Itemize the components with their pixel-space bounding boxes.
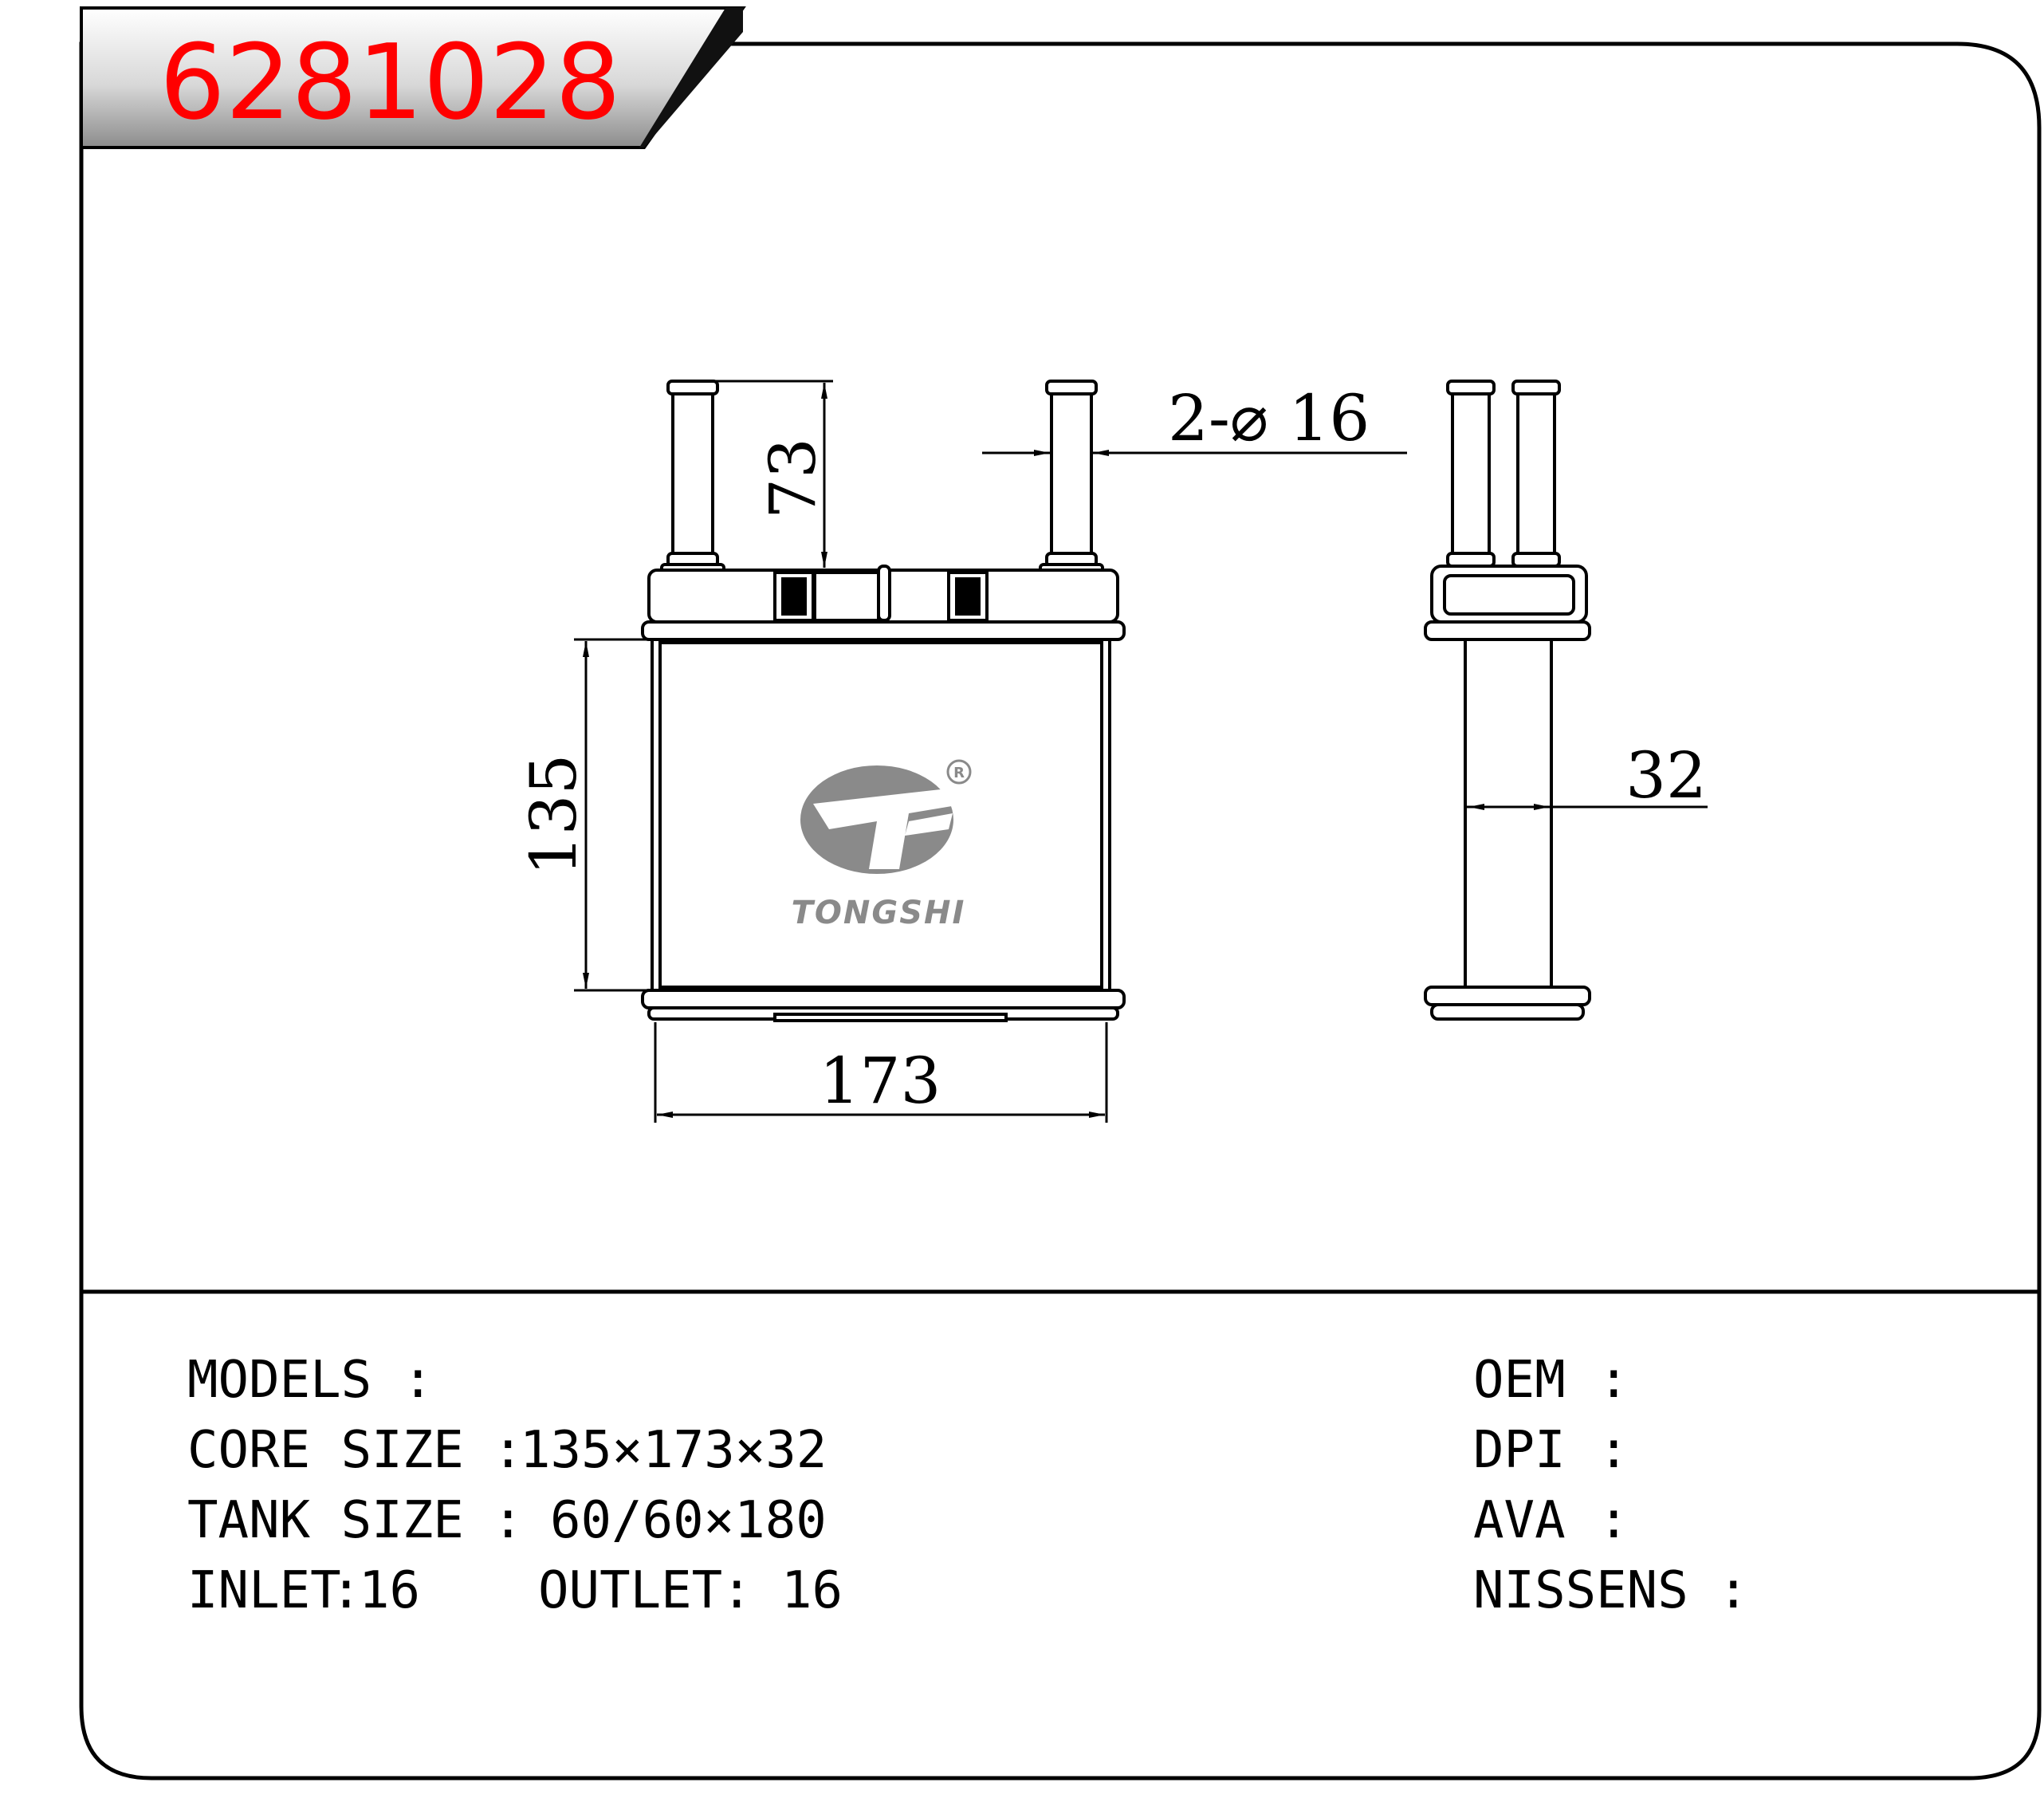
pipe-diameter-dimension: 2-⌀ 16: [1168, 381, 1370, 455]
core-width-dimension: 173: [820, 1044, 941, 1118]
brand-name: TONGSHI: [792, 895, 966, 931]
core-thickness-dimension: 32: [1625, 738, 1707, 813]
tongshi-logo: R TONGSHI: [792, 759, 972, 931]
part-number: 6281028: [159, 22, 621, 143]
spec-value: 16: [359, 1561, 420, 1620]
spec-row-nissens: NISSENS :: [1473, 1561, 1749, 1620]
spec-table-right: OEM : DPI : AVA : NISSENS :: [1473, 1351, 1749, 1620]
spec-row-models: MODELS :: [187, 1351, 434, 1410]
spec-row-core-size: CORE SIZE : 135×173×32: [187, 1421, 827, 1480]
spec-separator: :: [1718, 1561, 1749, 1620]
heater-core-front-view: [641, 380, 1126, 1022]
spec-separator: :: [493, 1491, 524, 1550]
spec-label: INLET: [187, 1561, 341, 1620]
spec-separator: :: [1598, 1491, 1629, 1550]
spec-value: 60/60×180: [550, 1491, 827, 1550]
registered-mark-letter: R: [953, 765, 965, 781]
spec-separator: :: [331, 1561, 362, 1620]
inlet-pipe: [660, 380, 725, 574]
spec-label: CORE SIZE: [187, 1421, 464, 1480]
spec-separator: :: [403, 1351, 434, 1410]
outlet-pipe: [1039, 380, 1104, 574]
spec-label: OUTLET: [538, 1561, 722, 1620]
spec-separator: :: [1598, 1421, 1629, 1480]
heater-core-side-view: [1424, 380, 1591, 1021]
top-tank: [641, 565, 1126, 641]
dimension-lines: [574, 380, 1708, 1123]
spec-table-left: MODELS : CORE SIZE : 135×173×32 TANK SIZ…: [187, 1351, 843, 1620]
part-number-banner: 6281028: [80, 6, 746, 149]
spec-separator: :: [493, 1421, 524, 1480]
spec-row-outlet: OUTLET : 16: [538, 1561, 843, 1620]
spec-label: AVA: [1473, 1491, 1566, 1550]
spec-label: NISSENS: [1473, 1561, 1688, 1620]
bottom-tank: [641, 989, 1126, 1022]
spec-row-dpi: DPI :: [1473, 1421, 1629, 1480]
spec-value: 16: [781, 1561, 843, 1620]
pipe-length-dimension: 73: [756, 438, 830, 519]
spec-separator: :: [1598, 1351, 1629, 1410]
spec-value: 135×173×32: [520, 1421, 827, 1480]
spec-label: TANK SIZE: [187, 1491, 464, 1550]
spec-row-oem: OEM :: [1473, 1351, 1629, 1410]
spec-row-tank-size: TANK SIZE : 60/60×180: [187, 1491, 827, 1550]
spec-label: MODELS: [187, 1351, 371, 1410]
spec-label: DPI: [1473, 1421, 1566, 1480]
outer-frame: [79, 41, 2042, 1781]
spec-row-inlet: INLET : 16: [187, 1561, 420, 1620]
spec-separator: :: [721, 1561, 753, 1620]
spec-row-ava: AVA :: [1473, 1491, 1629, 1550]
registered-mark-icon: [946, 759, 972, 785]
spec-label: OEM: [1473, 1351, 1566, 1410]
core-height-dimension: 135: [517, 754, 591, 876]
